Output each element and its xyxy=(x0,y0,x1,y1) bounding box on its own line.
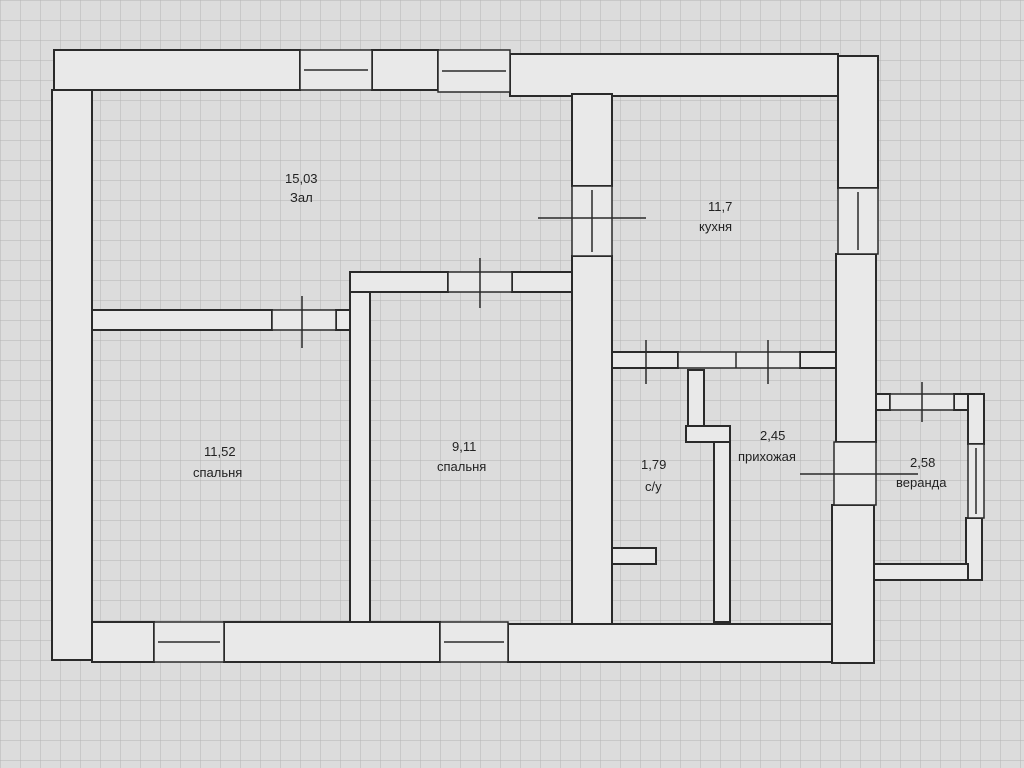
room-area-bedroom1: 11,52 xyxy=(204,444,236,459)
wall-right-upper xyxy=(837,55,879,189)
room-name-wc: с/у xyxy=(645,479,662,494)
wall-bedrooms xyxy=(349,291,371,623)
wall-zal-bedroom-end xyxy=(335,309,351,331)
room-name-zal: Зал xyxy=(290,190,313,205)
room-name-bedroom1: спальня xyxy=(193,465,242,480)
room-name-kitchen: кухня xyxy=(699,219,732,234)
room-area-zal: 15,03 xyxy=(285,171,318,186)
wc-fixture xyxy=(611,547,657,565)
wall-bottom-3 xyxy=(507,623,833,663)
room-name-veranda: веранда xyxy=(896,475,947,490)
room-name-bedroom2: спальня xyxy=(437,459,486,474)
wall-zal-bedroom xyxy=(91,309,273,331)
room-area-wc: 1,79 xyxy=(641,457,666,472)
wall-top-2 xyxy=(371,49,439,91)
wall-center-lower xyxy=(571,255,613,625)
room-area-veranda: 2,58 xyxy=(910,455,935,470)
wall-bedroom2-top-1 xyxy=(349,271,449,293)
wall-top-1 xyxy=(53,49,301,91)
wall-kitchen-hall-2 xyxy=(799,351,837,369)
room-area-bedroom2: 9,11 xyxy=(452,439,476,454)
wall-bottom-2 xyxy=(223,621,441,663)
wall-kitchen-hall-1 xyxy=(611,351,679,369)
room-name-hall: прихожая xyxy=(738,449,796,464)
door-zal-bedroom1 xyxy=(271,309,337,331)
wall-left xyxy=(51,89,93,661)
walls xyxy=(51,49,985,664)
openings xyxy=(153,49,985,663)
room-area-hall: 2,45 xyxy=(760,428,785,443)
door-kitchen-hall xyxy=(677,351,801,369)
wall-wc-upper xyxy=(687,369,705,429)
wall-bottom-1 xyxy=(91,621,155,663)
wall-bedroom2-top-2 xyxy=(511,271,573,293)
wall-right-bottom xyxy=(831,504,875,664)
room-area-kitchen: 11,7 xyxy=(708,199,732,214)
veranda-wall-right-upper xyxy=(967,393,985,445)
wall-wc-lower xyxy=(713,441,731,623)
room-labels: 15,03 Зал 11,7 кухня 11,52 спальня 9,11 … xyxy=(193,171,947,494)
wall-center-upper xyxy=(571,93,613,187)
wall-top-3 xyxy=(509,53,839,97)
wall-right-lower xyxy=(835,253,877,443)
wall-wc-mid xyxy=(685,425,731,443)
veranda-wall-top-1 xyxy=(875,393,891,411)
veranda-wall-bottom xyxy=(873,563,969,581)
